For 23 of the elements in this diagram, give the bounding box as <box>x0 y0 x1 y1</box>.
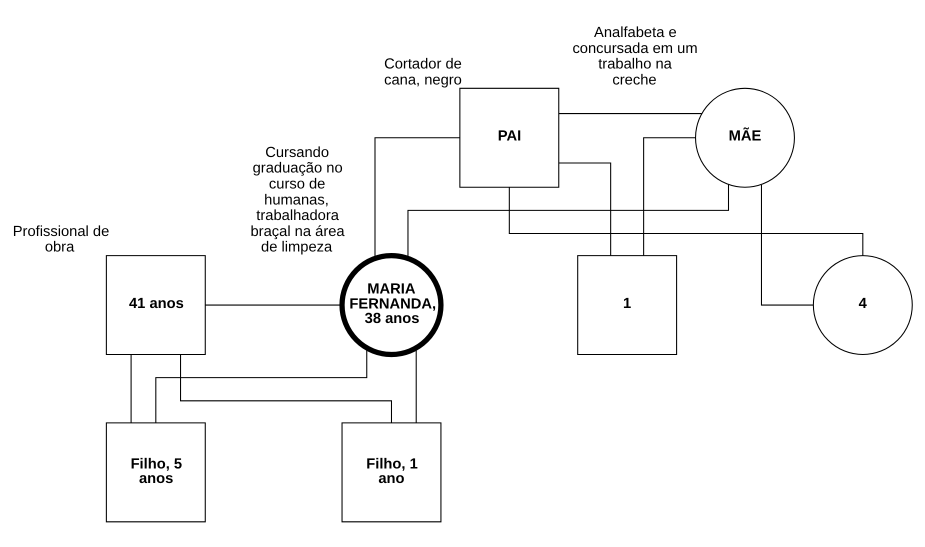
node-circle: MARIA FERNANDA, 38 anos <box>339 252 444 358</box>
connector <box>180 354 392 423</box>
connector <box>407 184 730 258</box>
connector <box>508 187 864 256</box>
connector <box>558 162 612 256</box>
node-label: Cortador de cana, negro <box>384 56 462 88</box>
node-label: Profissional de obra <box>12 224 110 256</box>
connector <box>206 304 342 306</box>
connector <box>559 113 702 114</box>
connector <box>130 354 132 423</box>
connector <box>416 348 417 423</box>
node-box: Filho, 5 anos <box>106 422 206 522</box>
node-box: PAI <box>459 88 560 188</box>
connector <box>155 348 368 423</box>
node-box: 1 <box>577 255 678 356</box>
connector <box>374 137 460 258</box>
node-box: Filho, 1 ano <box>342 422 442 522</box>
node-box: 41 anos <box>106 255 206 356</box>
connector <box>643 137 696 256</box>
node-label: Analfabeta e concursada em um trabalho na creche <box>572 24 698 88</box>
node-circle: 4 <box>812 255 913 356</box>
connector <box>760 184 814 306</box>
node-circle: MÃE <box>695 88 795 188</box>
